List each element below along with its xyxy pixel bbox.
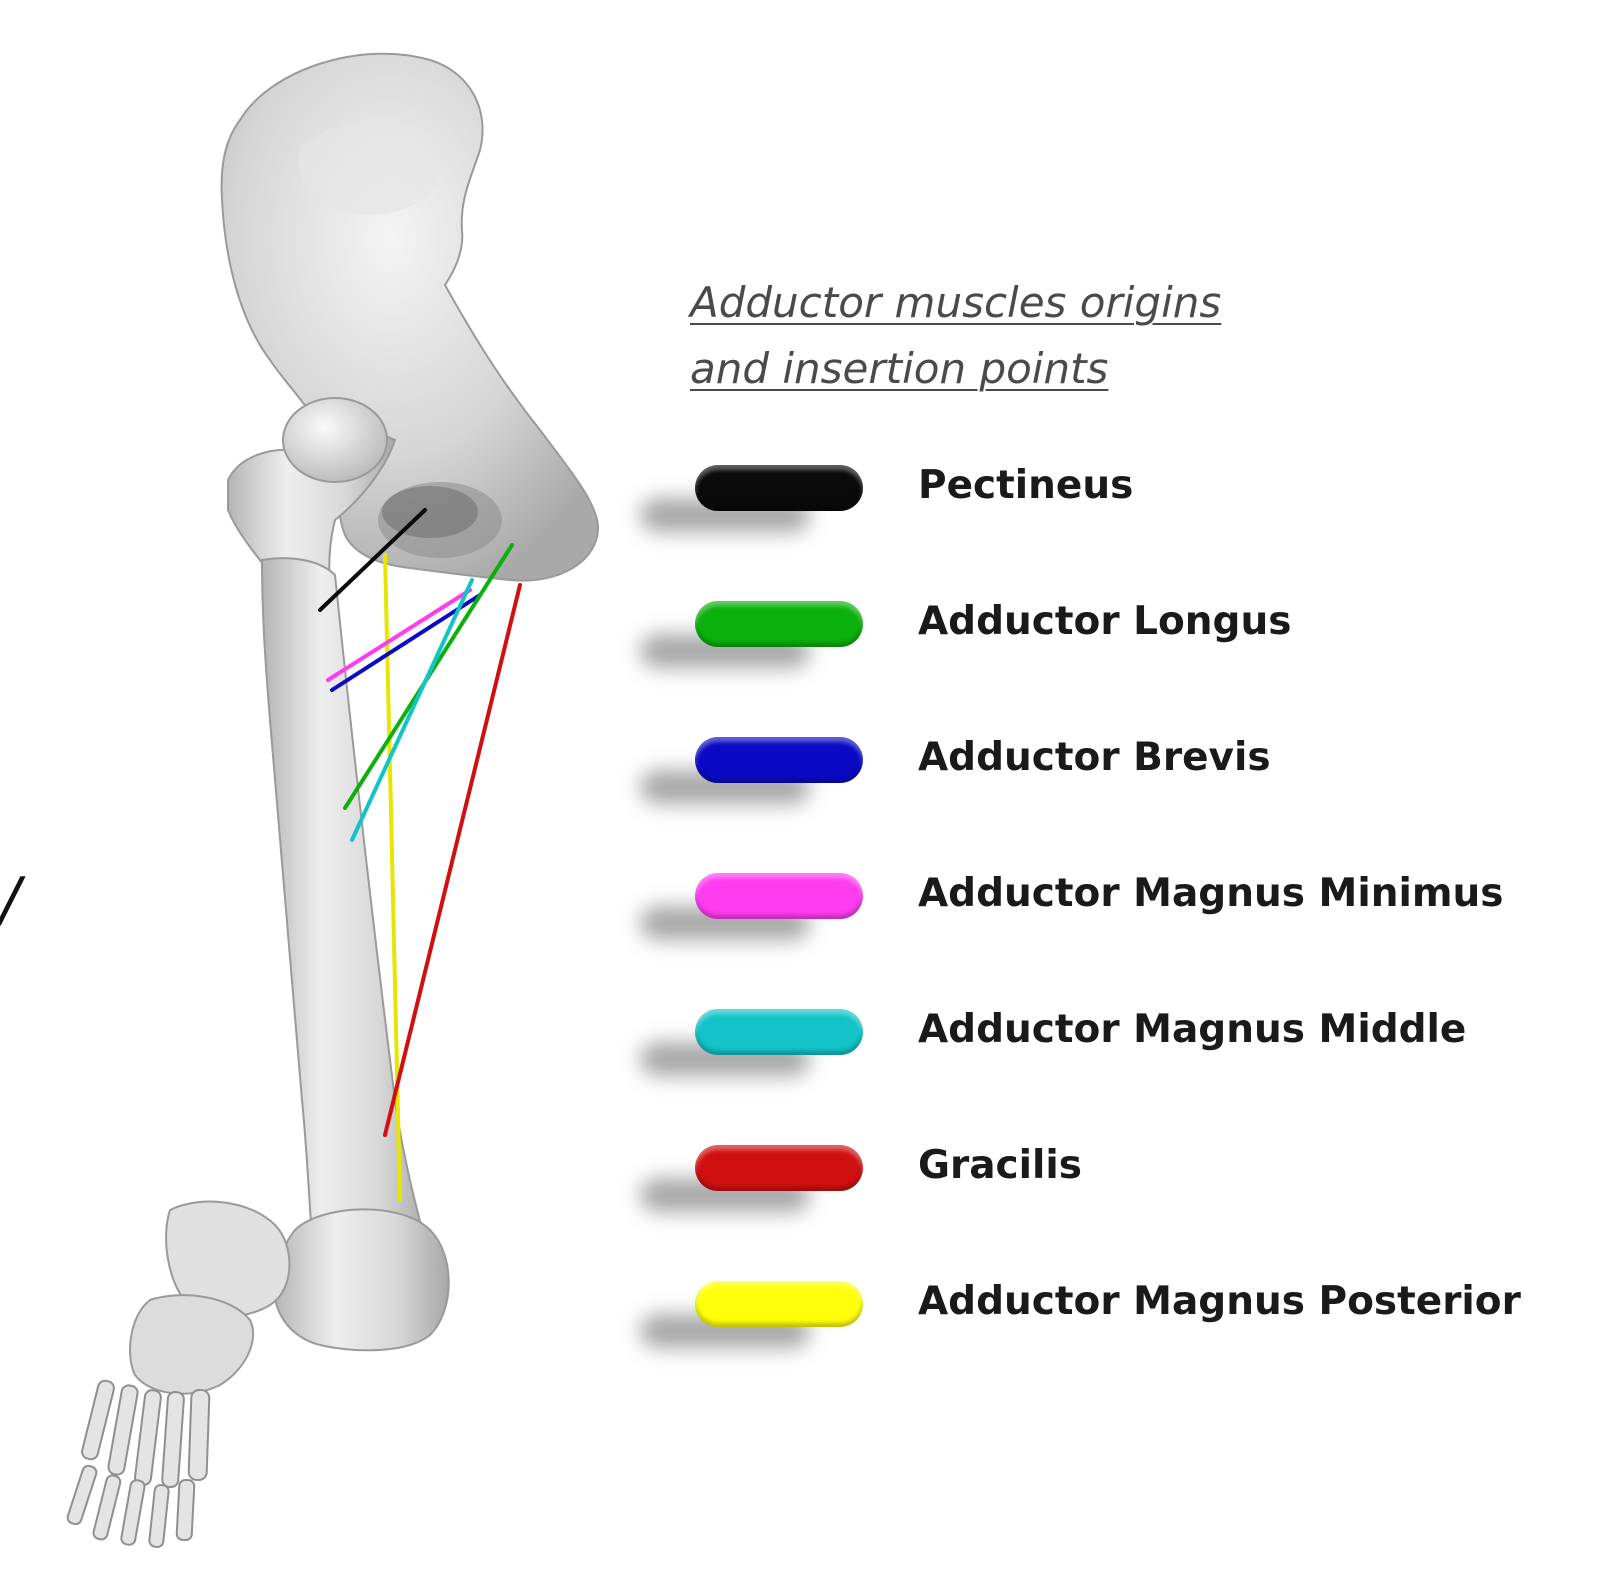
legend-swatch-adductor-brevis: [695, 737, 863, 783]
legend-swatch-adductor-longus: [695, 601, 863, 647]
legend-item-gracilis: Gracilis: [640, 1128, 1600, 1264]
legend-item-adductor-longus: Adductor Longus: [640, 584, 1600, 720]
legend-label-pectineus: Pectineus: [918, 462, 1133, 510]
legend-title-line-2: and insertion points: [690, 336, 1330, 402]
legend-item-adductor-magnus-middle: Adductor Magnus Middle: [640, 992, 1600, 1128]
legend-label-adductor-longus: Adductor Longus: [918, 598, 1291, 646]
legend-swatch-adductor-magnus-middle: [695, 1009, 863, 1055]
legend-item-adductor-brevis: Adductor Brevis: [640, 720, 1600, 856]
legend-swatch-pectineus: [695, 465, 863, 511]
legend-label-adductor-brevis: Adductor Brevis: [918, 734, 1271, 782]
legend-item-adductor-magnus-posterior: Adductor Magnus Posterior: [640, 1264, 1600, 1400]
edge-mark: /: [0, 870, 20, 930]
legend-item-adductor-magnus-minimus: Adductor Magnus Minimus: [640, 856, 1600, 992]
legend-label-adductor-magnus-middle: Adductor Magnus Middle: [918, 1006, 1466, 1054]
legend-list: Pectineus Adductor Longus Adductor Brevi…: [640, 448, 1600, 1400]
foot-bones: [66, 1202, 289, 1548]
legend-title-line-1: Adductor muscles origins: [690, 270, 1330, 336]
legend-label-adductor-magnus-posterior: Adductor Magnus Posterior: [918, 1278, 1521, 1326]
legend-label-gracilis: Gracilis: [918, 1142, 1082, 1190]
legend-label-adductor-magnus-minimus: Adductor Magnus Minimus: [918, 870, 1503, 918]
muscle-line-gracilis: [385, 585, 520, 1135]
legend-item-pectineus: Pectineus: [640, 448, 1600, 584]
legend-swatch-gracilis: [695, 1145, 863, 1191]
legend-title: Adductor muscles origins and insertion p…: [690, 270, 1330, 402]
legend-swatch-adductor-magnus-minimus: [695, 873, 863, 919]
legend-swatch-adductor-magnus-posterior: [695, 1281, 863, 1327]
muscle-line-adductor-magnus-middle: [352, 580, 472, 840]
